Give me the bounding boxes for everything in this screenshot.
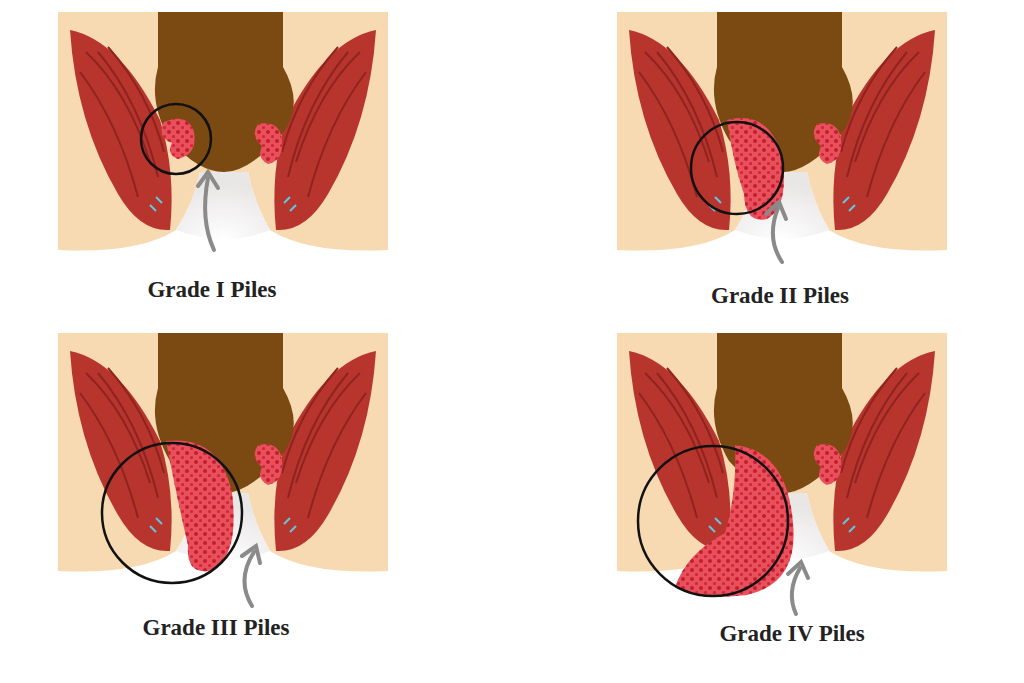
grade-label: Grade IV Piles [719, 620, 864, 648]
grade-label: Grade II Piles [711, 282, 849, 310]
anatomy-panel [58, 12, 388, 251]
anatomy-panel [58, 333, 388, 583]
pointer-arrow [773, 208, 782, 262]
pointer-arrow [244, 552, 254, 606]
anatomy-panel [617, 333, 947, 597]
pointer-arrow [792, 568, 800, 614]
grade-label: Grade I Piles [147, 276, 276, 304]
grade-label: Grade III Piles [143, 614, 290, 642]
anatomy-panel [617, 12, 947, 251]
pointer-arrow [205, 178, 214, 250]
